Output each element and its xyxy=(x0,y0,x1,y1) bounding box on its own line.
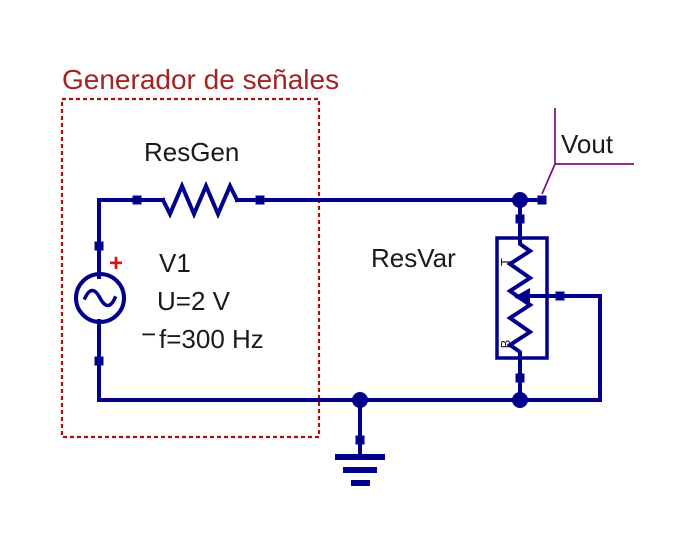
minus-terminal-label: − xyxy=(141,319,156,349)
vout-net-label[interactable]: Vout xyxy=(561,129,614,159)
terminal-pin xyxy=(515,373,525,383)
terminal-pin xyxy=(555,291,565,301)
junction-dot xyxy=(512,392,528,408)
pot-bottom-marking: B xyxy=(498,340,513,349)
resvar-label[interactable]: ResVar xyxy=(371,243,456,273)
vout-callout-leader xyxy=(541,163,556,195)
ac-source-v1[interactable] xyxy=(74,272,126,324)
source-voltage-label[interactable]: U=2 V xyxy=(157,286,231,316)
source-name-label[interactable]: V1 xyxy=(159,248,191,278)
terminal-pin xyxy=(355,435,365,445)
resistor-resgen[interactable] xyxy=(160,180,240,220)
terminal-pin xyxy=(255,195,265,205)
wiper-arrow-icon xyxy=(514,288,530,306)
source-frequency-label[interactable]: f=300 Hz xyxy=(159,324,264,354)
terminal-pin xyxy=(94,356,104,366)
terminal-pin xyxy=(515,214,525,224)
terminal-pin xyxy=(94,241,104,251)
pot-top-marking: T xyxy=(498,258,513,266)
terminal-pin xyxy=(537,195,547,205)
terminal-pin xyxy=(132,195,142,205)
generator-dashed-box[interactable] xyxy=(60,97,321,439)
ground-symbol[interactable] xyxy=(335,454,385,486)
junction-dot xyxy=(352,392,368,408)
wire-wiper-feedback[interactable] xyxy=(545,294,602,402)
wire-source-to-resgen[interactable] xyxy=(97,198,165,279)
resgen-label[interactable]: ResGen xyxy=(144,137,239,167)
sine-icon xyxy=(82,288,118,308)
junction-dot xyxy=(512,192,528,208)
generator-title[interactable]: Generador de señales xyxy=(62,64,339,95)
potentiometer-resvar[interactable] xyxy=(495,236,549,360)
plus-terminal-label: + xyxy=(109,250,123,277)
